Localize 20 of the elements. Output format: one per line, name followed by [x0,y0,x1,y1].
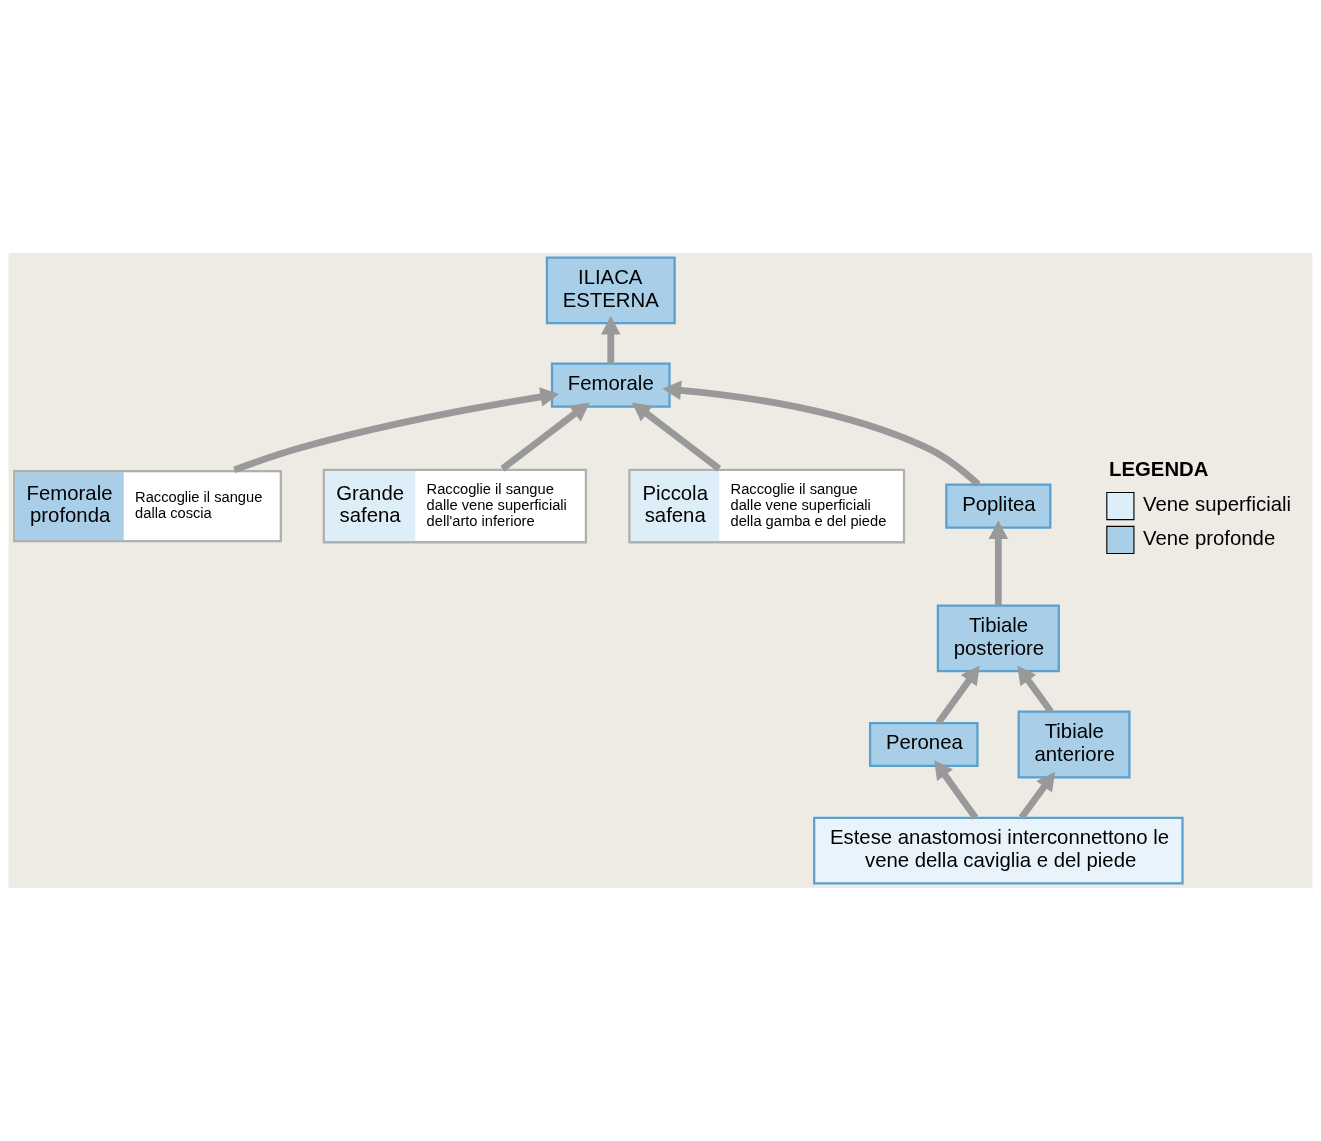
arrow [1018,771,1056,820]
arrow [1017,665,1054,714]
node-box: Tibiale anteriore [1017,710,1131,779]
arrow [601,315,621,364]
arrow [500,402,590,472]
node-box: Poplitea [945,483,1052,529]
node-box: Peronea [868,721,979,768]
arrow [935,665,980,725]
arrow [233,387,560,474]
node-box: Tibiale posteriore [936,604,1060,673]
node-box: Estese anastomosi interconnettono le vene della caviglia e del piede [813,816,1184,885]
arrow [988,520,1009,606]
node-box: Femorale [550,362,671,408]
arrow [662,380,981,488]
label: LEGENDA [1109,458,1209,481]
node-box: ILIACA ESTERNA [545,256,676,325]
legend-label: Vene superficiali [1142,493,1292,516]
legend-label: Vene profonde [1142,526,1276,549]
arrow [934,760,979,820]
arrow [631,402,722,472]
